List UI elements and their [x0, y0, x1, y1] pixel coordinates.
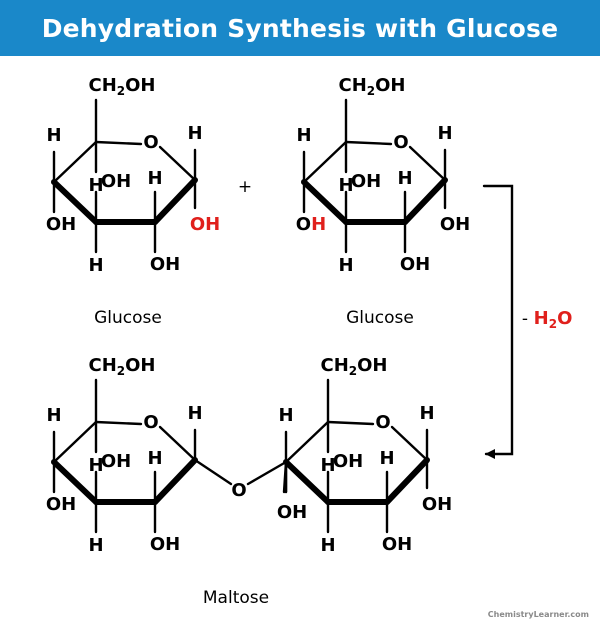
ring-oxygen-label: O [143, 412, 158, 433]
maltose-label: Maltose [203, 588, 269, 608]
bond-line [94, 420, 143, 426]
credit-text: ChemistryLearner.com [488, 610, 589, 619]
c3-hydroxyl-label: OH [333, 451, 363, 472]
hydrogen-label: H [338, 175, 353, 196]
hydrogen-label: H [88, 255, 103, 276]
c3-hydroxyl-label: OH [351, 171, 381, 192]
c2-hydroxyl-label: OH [382, 534, 412, 555]
hydrogen-label: H [88, 535, 103, 556]
ring-front-bond [301, 179, 349, 225]
c3-hydroxyl-label: OH [101, 171, 131, 192]
bond-line [284, 420, 330, 464]
hydrogen-label: H [46, 125, 61, 146]
c1-hydroxyl-label: OH [440, 214, 470, 235]
bond-line [344, 140, 393, 146]
ch2oh-label: CH2OH [88, 75, 155, 98]
bond-line [326, 420, 375, 426]
hydrogen-label: H [187, 403, 202, 424]
ring-front-bond [402, 177, 448, 225]
reaction-arrow [482, 184, 514, 459]
bond-line [408, 145, 447, 182]
c2-hydroxyl-label: OH [150, 254, 180, 275]
hydrogen-label: H [320, 535, 335, 556]
ring-front-bond [152, 457, 198, 505]
glucose-2-label: Glucose [346, 308, 414, 328]
bond-line [52, 140, 98, 184]
hydrogen-label: H [187, 123, 202, 144]
ring-oxygen-label: O [375, 412, 390, 433]
ring-front-bond [283, 459, 331, 505]
c2-hydroxyl-label: OH [150, 534, 180, 555]
hydrogen-label: H [88, 175, 103, 196]
page-title: Dehydration Synthesis with Glucose [41, 13, 559, 43]
hydrogen-label: H [320, 455, 335, 476]
ring-front-bond [384, 457, 430, 505]
c1-hydroxyl-label: OH [190, 214, 220, 235]
bond-line [94, 140, 143, 146]
c4-hydroxyl-label: OH [296, 214, 326, 235]
ring-front-bond [51, 179, 99, 225]
hydrogen-label: H [379, 448, 394, 469]
hydrogen-label: H [338, 255, 353, 276]
glucose-1-label: Glucose [94, 308, 162, 328]
hydrogen-label: H [278, 405, 293, 426]
bond-line [52, 420, 98, 464]
hydrogen-label: H [397, 168, 412, 189]
ring-front-bond [51, 459, 99, 505]
ring-oxygen-label: O [143, 132, 158, 153]
hydrogen-label: H [88, 455, 103, 476]
glycosidic-bond [246, 460, 288, 486]
ch2oh-label: CH2OH [338, 75, 405, 98]
glycosidic-oxygen-label: O [231, 480, 246, 501]
glycosidic-bond [193, 458, 233, 486]
bond-line [302, 140, 348, 184]
c4-hydroxyl-label: OH [277, 502, 307, 523]
hydrogen-label: H [419, 403, 434, 424]
ring-oxygen-label: O [393, 132, 408, 153]
c1-hydroxyl-label: OH [422, 494, 452, 515]
hydrogen-label: H [147, 448, 162, 469]
bond-line [158, 145, 197, 182]
hydrogen-label: H [437, 123, 452, 144]
bond-line [390, 425, 429, 462]
c4-hydroxyl-label: OH [46, 494, 76, 515]
water-loss-label: H2O [534, 308, 573, 331]
hydrogen-label: H [46, 405, 61, 426]
ch2oh-label: CH2OH [88, 355, 155, 378]
c4-hydroxyl-label: OH [46, 214, 76, 235]
hydrogen-label: H [296, 125, 311, 146]
bond-line [158, 425, 197, 462]
minus-sign: - [522, 309, 528, 329]
ch2oh-label: CH2OH [320, 355, 387, 378]
hydrogen-label: H [147, 168, 162, 189]
title-banner: Dehydration Synthesis with Glucose [0, 0, 600, 56]
ring-front-bond [152, 177, 198, 225]
c2-hydroxyl-label: OH [400, 254, 430, 275]
plus-sign: + [238, 177, 252, 197]
c3-hydroxyl-label: OH [101, 451, 131, 472]
